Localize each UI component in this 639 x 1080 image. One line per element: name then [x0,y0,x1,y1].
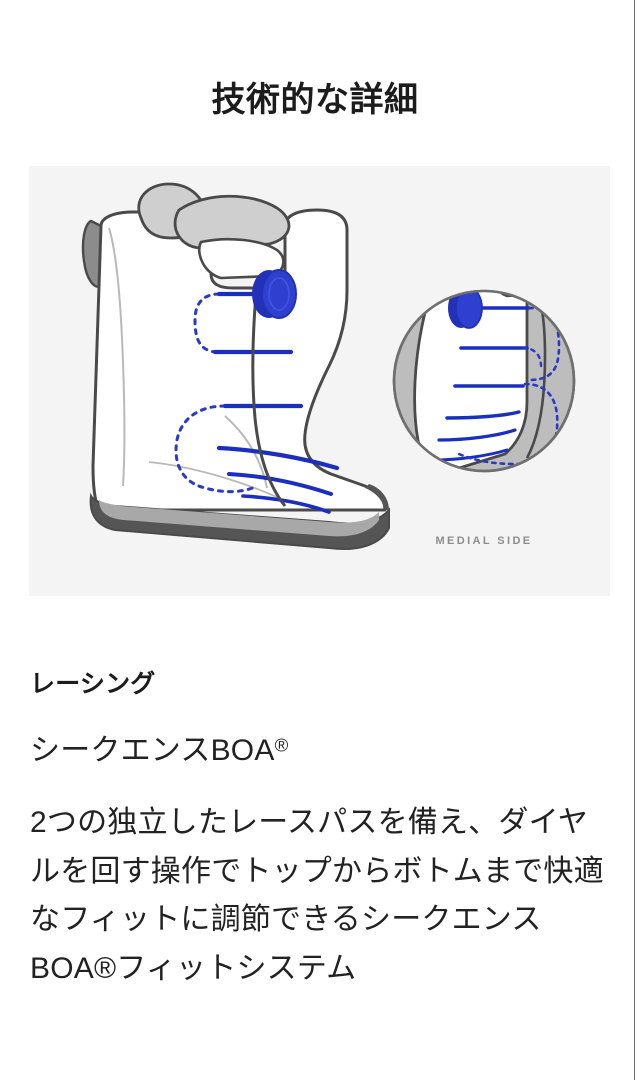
snowboard-boot-diagram: MEDIAL SIDE [81,182,576,550]
medial-side-detail: MEDIAL SIDE [392,289,576,547]
detail-lace-path-mid-dotted [521,346,543,368]
boa-dial [252,269,297,319]
lace-zone-lower [174,403,340,514]
liner-tongue-lower [198,237,285,280]
spec-description-text: 2つの独立したレースパスを備え、ダイヤルを回す操作でトップからボトムまで快適なフ… [30,806,604,985]
medial-side-caption-label: MEDIAL SIDE [435,535,532,547]
boot-main-illustration [81,182,390,550]
boot-toe-bumper [365,484,389,510]
detail-lace-line-5 [437,428,517,442]
lace-path-upper-dotted [193,292,267,354]
lace-guide-rail [251,281,287,507]
lace-line-5 [227,472,333,496]
detail-lace-line-4 [445,410,521,420]
liner-tongue-top [173,194,291,250]
detail-boa-dial-face [455,291,483,329]
detail-circle-content [413,291,574,471]
detail-boa-dial [448,291,483,329]
page-right-border [634,0,635,1080]
lace-path-lower-dotted [174,404,259,494]
boot-sole-midsole [99,500,379,537]
detail-circle-ring [392,289,576,473]
detail-boot-shell [413,291,529,471]
boa-dial-inner-ring [268,277,290,311]
shell-seam-front [108,227,126,487]
page-title: 技術的な詳細 [211,80,419,119]
lace-line-6 [241,494,331,514]
spec-label-lacing: レーシング [30,670,156,698]
spec-value-lacing: シークエンスBOA® [30,731,608,772]
spec-content-block: レーシング シークエンスBOA® 2つの独立したレースパスを備え、ダイヤルを回す… [30,668,608,993]
product-diagram-panel: MEDIAL SIDE [29,166,610,596]
lace-line-4 [216,445,340,471]
detail-liner-cuff [491,291,574,298]
boa-dial-face [261,269,297,319]
shell-seam-midfoot [148,461,280,499]
spec-value-text: シークエンスBOA [30,733,275,767]
spec-description: 2つの独立したレースパスを備え、ダイヤルを回す操作でトップからボトムまで快適なフ… [30,799,608,993]
registered-trademark-icon: ® [274,734,289,756]
detail-lace-path-lower-dotted [457,382,559,466]
